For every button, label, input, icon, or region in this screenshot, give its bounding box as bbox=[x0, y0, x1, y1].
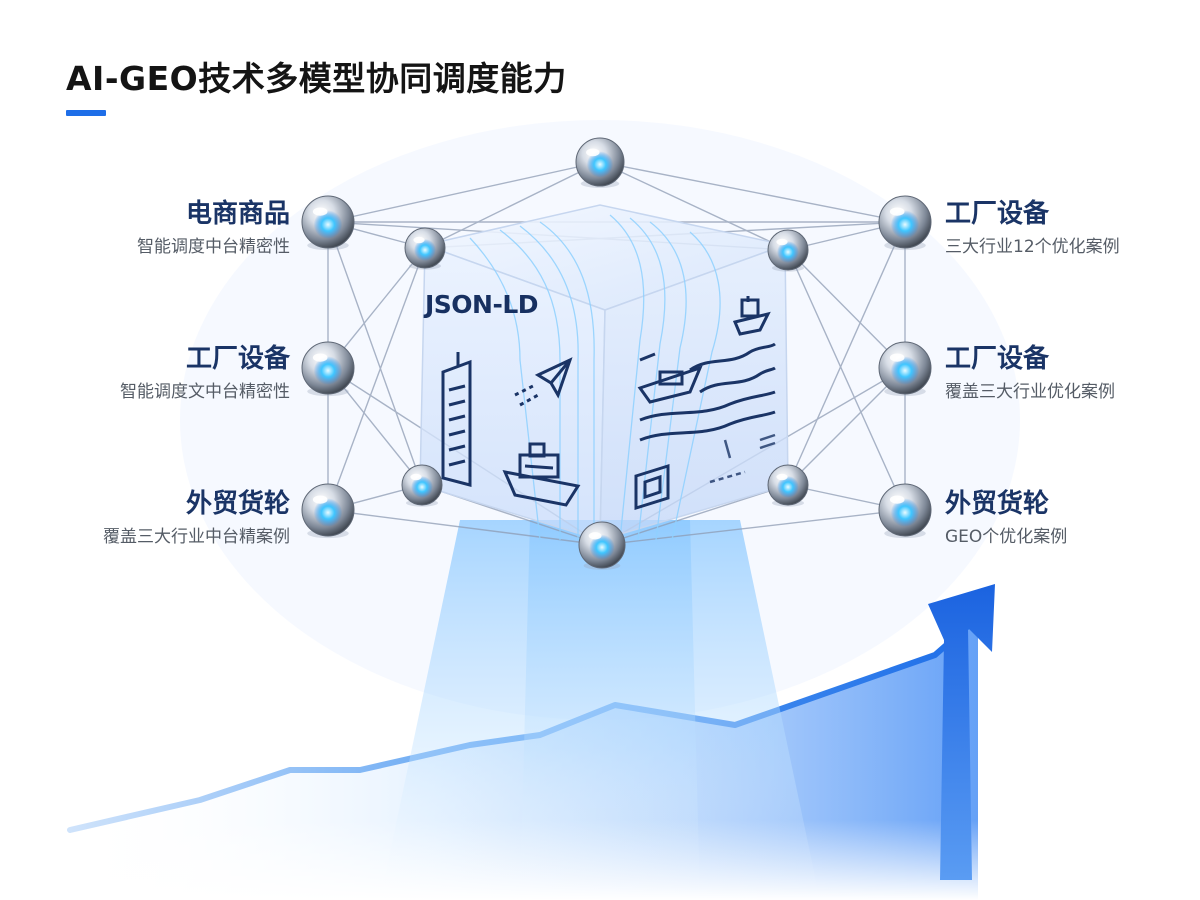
ship-icon bbox=[502, 442, 581, 507]
json-ld-cube bbox=[419, 204, 789, 542]
left-node-2-sphere bbox=[301, 341, 355, 397]
node-title: 工厂设备 bbox=[185, 344, 290, 374]
node-title: 外贸货轮 bbox=[945, 489, 1050, 519]
edge-R2-CBR bbox=[787, 367, 906, 486]
node-subtitle: 三大行业12个优化案例 bbox=[945, 237, 1120, 257]
edge-R3-CB bbox=[601, 509, 906, 546]
left-node-1-sphere bbox=[301, 195, 355, 251]
edge-T-CTR bbox=[599, 161, 789, 251]
left-node-label-1: 电商商品 智能调度中台精密性 bbox=[10, 198, 290, 260]
node-subtitle: GEO个优化案例 bbox=[945, 527, 1068, 547]
cube-corner-node-sphere bbox=[401, 464, 443, 507]
cube-corner-node-sphere bbox=[767, 464, 809, 507]
edge-CBR-CB bbox=[601, 484, 789, 546]
node-title: 外贸货轮 bbox=[185, 489, 290, 519]
edge-T-R1 bbox=[599, 161, 906, 223]
right-node-label-2: 工厂设备 覆盖三大行业优化案例 bbox=[945, 343, 1200, 405]
cube-corner-node-sphere bbox=[404, 227, 446, 270]
node-subtitle: 智能调度中台精密性 bbox=[137, 237, 290, 257]
right-node-label-3: 外贸货轮 GEO个优化案例 bbox=[945, 488, 1200, 550]
cube-corner-node-sphere bbox=[578, 521, 626, 570]
boat-icon bbox=[732, 296, 771, 336]
left-node-label-2: 工厂设备 智能调度文中台精密性 bbox=[10, 343, 290, 405]
paper-plane-icon bbox=[514, 357, 573, 407]
skyscraper-icon bbox=[441, 352, 472, 487]
node-subtitle: 覆盖三大行业中台精案例 bbox=[103, 527, 290, 547]
right-node-label-1: 工厂设备 三大行业12个优化案例 bbox=[945, 198, 1200, 260]
edge-T-L1 bbox=[327, 161, 601, 223]
edge-R3-CTR bbox=[787, 249, 906, 511]
edge-T-CTL bbox=[424, 161, 601, 249]
edge-L1-CBL bbox=[327, 221, 423, 486]
node-title: 电商商品 bbox=[185, 199, 290, 229]
right-node-1-sphere bbox=[878, 195, 932, 251]
right-node-2-sphere bbox=[878, 341, 932, 397]
node-subtitle: 智能调度文中台精密性 bbox=[120, 382, 290, 402]
container-icon bbox=[634, 463, 670, 511]
cargo-ship-icon bbox=[637, 352, 703, 404]
cube-corner-node-sphere bbox=[767, 229, 809, 272]
edge-L3-CTL bbox=[327, 247, 426, 511]
left-node-3-sphere bbox=[301, 483, 355, 539]
left-node-label-3: 外贸货轮 覆盖三大行业中台精案例 bbox=[10, 488, 290, 550]
page-title: AI-GEO技术多模型协同调度能力 bbox=[66, 59, 567, 98]
cube-label: JSON-LD bbox=[425, 290, 539, 319]
right-node-3-sphere bbox=[878, 483, 932, 539]
network-nodes bbox=[301, 137, 932, 570]
top-node-sphere bbox=[575, 137, 625, 188]
waves-icon bbox=[639, 342, 776, 442]
node-subtitle: 覆盖三大行业优化案例 bbox=[945, 382, 1115, 402]
dock-icon bbox=[709, 433, 776, 484]
trend-arrow-up bbox=[928, 584, 995, 880]
title-underline bbox=[66, 110, 106, 116]
node-title: 工厂设备 bbox=[945, 344, 1050, 374]
edge-R2-CTR bbox=[787, 249, 906, 369]
node-title: 工厂设备 bbox=[945, 199, 1050, 229]
edge-L3-CB bbox=[327, 509, 603, 546]
edge-R1-CBR bbox=[787, 221, 906, 486]
data-stream bbox=[380, 520, 820, 900]
